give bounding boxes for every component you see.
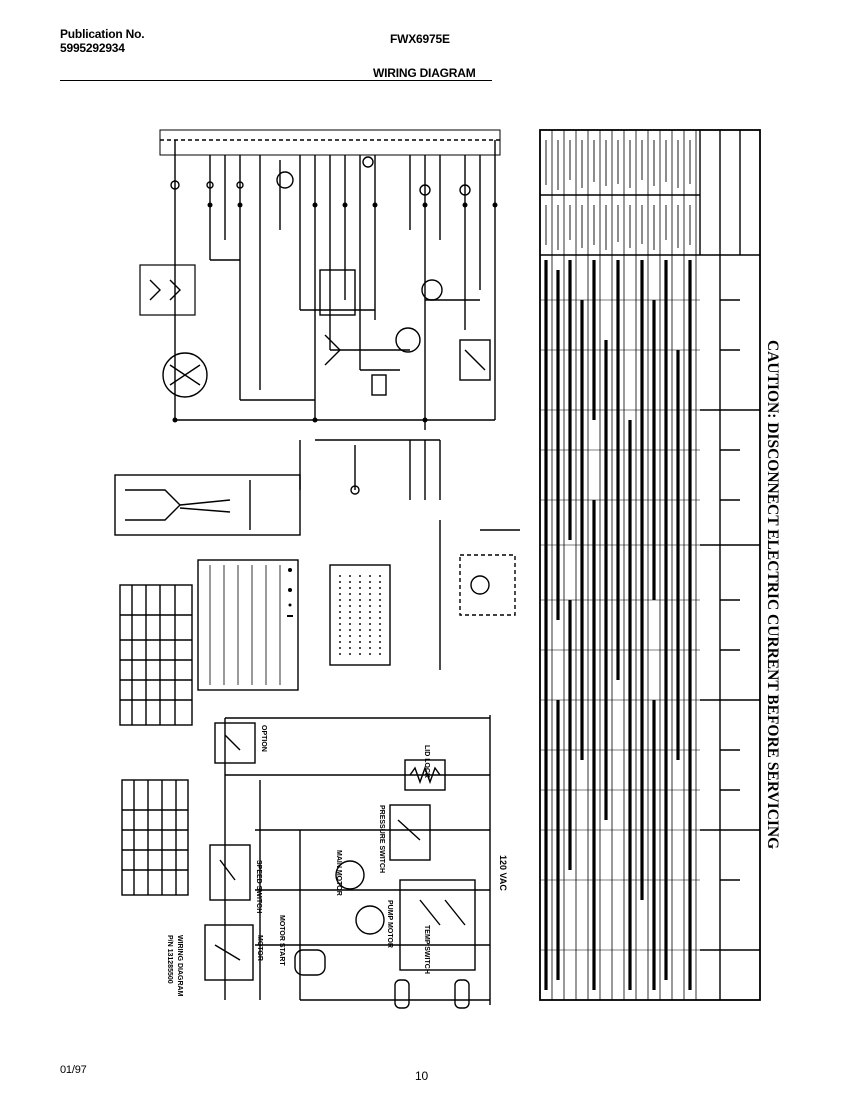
motor-label: MOTOR (256, 935, 263, 961)
legend-boxes (114, 474, 520, 896)
publication-number: 5995292934 (60, 41, 125, 55)
supply-voltage-label: 120 VAC (498, 855, 508, 891)
wiring-diagram-ref-label: WIRING DIAGRAM (176, 935, 183, 997)
pump-motor-label: PUMP MOTOR (386, 900, 393, 948)
main-schematic (139, 129, 501, 500)
model-number: FWX6975E (390, 32, 450, 46)
part-number-label: P/N 131285500 (166, 935, 173, 984)
title-rule (60, 80, 492, 81)
option-label: OPTION (260, 725, 267, 752)
ladder-schematic (204, 715, 491, 1009)
caution-label: CAUTION: DISCONNECT ELECTRIC CURRENT BEF… (764, 340, 781, 849)
pressure-switch-label: PRESSURE SWITCH (378, 805, 385, 873)
publication-label: Publication No. (60, 27, 145, 41)
motor-start-label: MOTOR START (278, 915, 285, 966)
page-number: 10 (415, 1069, 428, 1083)
footer-date: 01/97 (60, 1064, 87, 1076)
temp-switch-label: TEMP SWITCH (423, 925, 430, 974)
cycle-chart (539, 129, 761, 1001)
page-title: WIRING DIAGRAM (373, 66, 476, 80)
speed-switch-label: SPEED SWITCH (255, 860, 262, 913)
lid-lock-label: LID LOCK (423, 745, 430, 778)
main-motor-label: MAIN MOTOR (335, 850, 342, 896)
